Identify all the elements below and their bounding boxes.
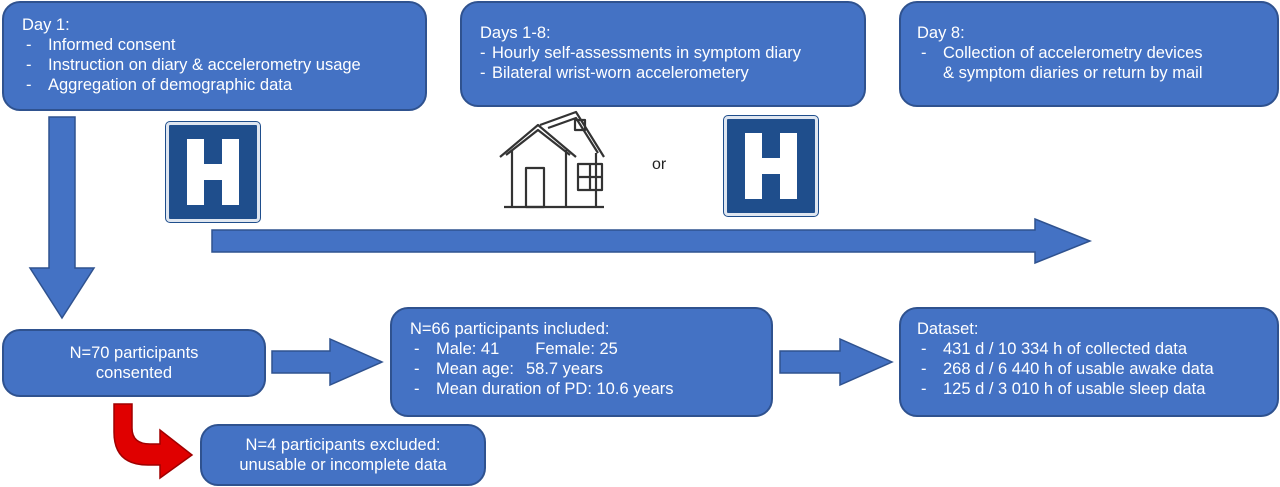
exclusion-arrow-icon	[113, 403, 194, 480]
list-item: Mean duration of PD: 10.6 years	[410, 379, 771, 399]
day1-title: Day 1:	[22, 16, 70, 34]
list-item: 431 d / 10 334 h of collected data	[917, 339, 1277, 359]
consented-to-included-arrow-icon	[271, 337, 384, 387]
house-icon	[499, 110, 605, 209]
list-item: Instruction on diary & accelerometry usa…	[22, 55, 425, 75]
list-item: Informed consent	[22, 35, 425, 55]
day8-title: Day 8:	[917, 24, 965, 42]
excluded-box: N=4 participants excluded: unusable or i…	[200, 424, 486, 486]
down-arrow-icon	[28, 116, 96, 320]
dataset-title: Dataset:	[917, 320, 979, 338]
dataset-box: Dataset: 431 d / 10 334 h of collected d…	[899, 307, 1279, 417]
or-label: or	[652, 156, 667, 173]
day8-line-1: Collection of accelerometry devices	[917, 43, 1277, 63]
list-item: Hourly self-assessments in symptom diary	[480, 43, 864, 63]
day8-box: Day 8: Collection of accelerometry devic…	[899, 1, 1279, 107]
excluded-line-2: unusable or incomplete data	[239, 456, 447, 474]
list-item: Aggregation of demographic data	[22, 75, 425, 95]
consented-box: N=70 participants consented	[2, 329, 266, 397]
list-item: Male: 41 Female: 25	[410, 339, 771, 359]
mean-age-value: 58.7 years	[525, 360, 604, 378]
male-count: Male: 41	[436, 340, 500, 358]
included-box: N=66 participants included: Male: 41 Fema…	[390, 307, 773, 417]
hospital-sign-icon	[166, 122, 260, 222]
included-to-dataset-arrow-icon	[779, 337, 894, 387]
list-item: 268 d / 6 440 h of usable awake data	[917, 359, 1277, 379]
day1-box: Day 1: Informed consent Instruction on d…	[2, 1, 427, 111]
consented-line-2: consented	[95, 364, 173, 382]
mean-age-label: Mean age:	[436, 360, 514, 378]
days1-8-title: Days 1-8:	[480, 24, 551, 42]
excluded-line-1: N=4 participants excluded:	[245, 436, 441, 454]
included-title: N=66 participants included:	[410, 320, 610, 338]
list-item: 125 d / 3 010 h of usable sleep data	[917, 379, 1277, 399]
list-item: Mean age: 58.7 years	[410, 359, 771, 379]
consented-line-1: N=70 participants	[69, 344, 199, 362]
day8-line-2: & symptom diaries or return by mail	[943, 64, 1203, 82]
hospital-sign-icon	[724, 116, 818, 216]
list-item: Bilateral wrist-worn accelerometery	[480, 63, 864, 83]
timeline-arrow-icon	[211, 217, 1093, 265]
days1-8-box: Days 1-8: Hourly self-assessments in sym…	[460, 1, 866, 107]
female-count: Female: 25	[535, 340, 618, 358]
